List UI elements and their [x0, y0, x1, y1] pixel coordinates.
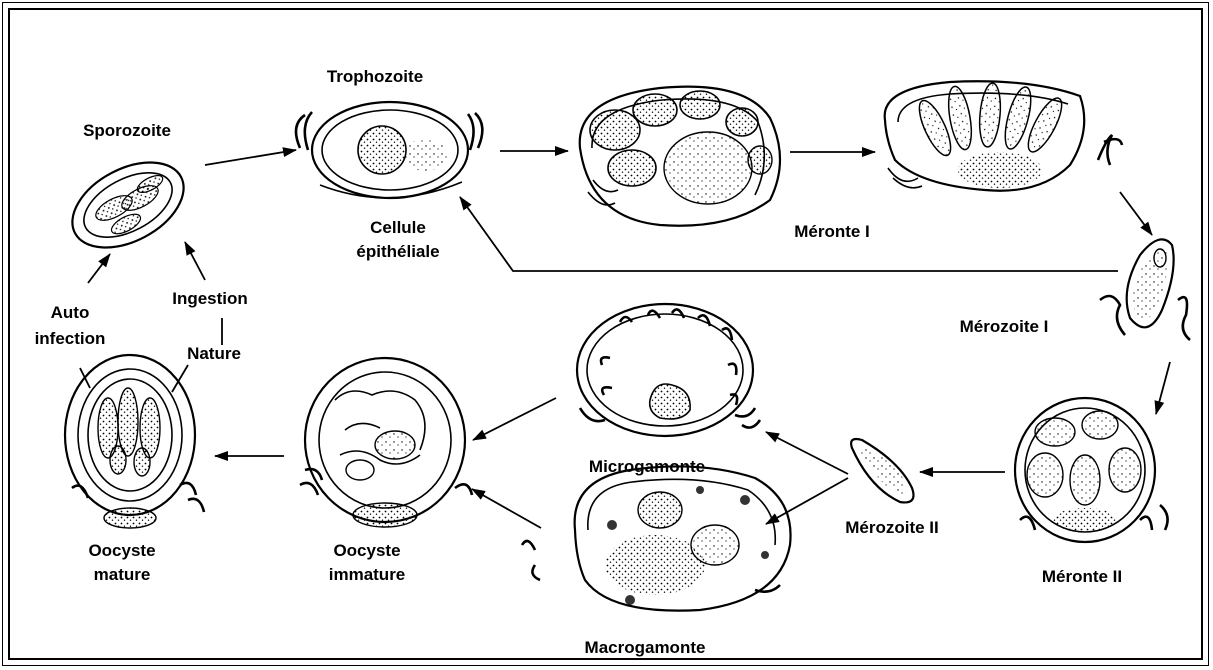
arrow-ingestion: [185, 242, 205, 280]
arrow-merozoite2-to-microgamonte: [766, 432, 848, 474]
label-macrogamonte: Macrogamonte: [585, 638, 706, 657]
label-epitheliale: épithéliale: [356, 242, 439, 261]
meronte-2-figure: [1015, 398, 1168, 542]
label-oocyste-immature-2: immature: [329, 565, 406, 584]
merozoite-1-figure: [1100, 239, 1190, 340]
label-infection: infection: [35, 329, 106, 348]
merozoite-2-figure: [851, 439, 913, 502]
sporozoite-figure: [58, 145, 198, 265]
arrow-sporozoite-to-trophozoite: [205, 150, 296, 165]
arrow-merozoite1-to-cellule: [460, 197, 1118, 271]
arrow-microgamonte-to-oocyste: [473, 398, 556, 440]
label-trophozoite: Trophozoite: [327, 67, 423, 86]
label-cellule: Cellule: [370, 218, 426, 237]
microgamonte-figure: [577, 304, 760, 436]
label-oocyste-immature-1: Oocyste: [333, 541, 400, 560]
label-microgamonte: Microgamonte: [589, 457, 705, 476]
meronte-1-figure: [580, 87, 780, 226]
meronte-1-mature-figure: [885, 81, 1122, 190]
macrogamonte-figure: [522, 466, 791, 610]
arrow-macrogamonte-to-oocyste: [472, 489, 541, 528]
label-oocyste-mature-1: Oocyste: [88, 541, 155, 560]
label-nature: Nature: [187, 344, 241, 363]
label-sporozoite: Sporozoite: [83, 121, 171, 140]
arrow-merozoite1-to-meronte2: [1156, 362, 1170, 414]
label-auto: Auto: [51, 303, 90, 322]
label-merozoite-1: Mérozoite I: [960, 317, 1049, 336]
label-meronte-2: Méronte II: [1042, 567, 1122, 586]
trophozoite-figure: [296, 102, 482, 198]
label-merozoite-2: Mérozoite II: [845, 518, 939, 537]
oocyste-immature-figure: [300, 358, 472, 527]
label-oocyste-mature-2: mature: [94, 565, 151, 584]
arrow-to-merozoite1: [1120, 192, 1152, 235]
label-ingestion: Ingestion: [172, 289, 248, 308]
label-meronte-1: Méronte I: [794, 222, 870, 241]
arrow-auto-infection: [88, 254, 110, 283]
